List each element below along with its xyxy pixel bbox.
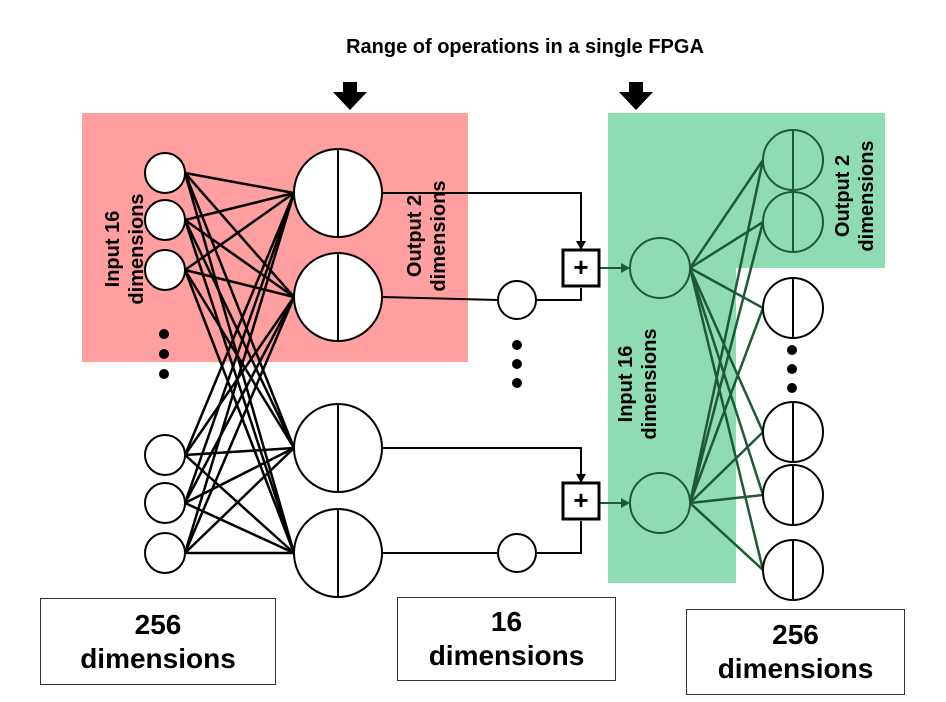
left-input-node: [144, 152, 186, 194]
connection-line: [183, 192, 296, 504]
connection-line: [688, 221, 765, 504]
right-dimension-box: 256 dimensions: [686, 609, 905, 695]
sum-box: [561, 248, 601, 288]
connection-line: [183, 192, 296, 554]
right-input-label: Input 16 dimensions: [615, 328, 661, 440]
ellipsis-dot: [787, 383, 797, 393]
connection-line: [689, 220, 764, 270]
left-input-node: [144, 199, 186, 241]
ellipsis-dot: [159, 369, 169, 379]
connection-line: [183, 192, 296, 456]
right-input-node: [629, 237, 691, 299]
left-input-node: [144, 434, 186, 476]
connection-line: [183, 172, 296, 449]
right-output-label: Output 2 dimensions: [832, 140, 878, 252]
left-connections: [183, 171, 296, 555]
connection-line: [689, 431, 764, 504]
middle-dimension-box: 16 dimensions: [397, 597, 616, 681]
link-to-sum: [382, 192, 582, 248]
connection-line: [184, 191, 295, 222]
link-to-sum: [536, 288, 582, 301]
connection-line: [183, 296, 296, 554]
arrowhead-icon: [576, 474, 586, 483]
connection-line: [184, 218, 295, 299]
left-input-node: [144, 532, 186, 574]
connection-line: [183, 296, 296, 504]
link-to-sum: [536, 521, 582, 554]
connection-line: [689, 502, 764, 571]
middle-node: [497, 280, 537, 320]
ellipsis-dot: [512, 359, 522, 369]
connection-line: [184, 447, 295, 554]
ellipsis-dot: [159, 349, 169, 359]
ellipsis-dot: [512, 378, 522, 388]
link-to-middle-node: [381, 296, 499, 301]
connection-line: [688, 267, 765, 433]
connection-line: [689, 493, 764, 505]
aggregation-links: [381, 192, 630, 554]
left-input-node: [144, 482, 186, 524]
connection-line: [184, 191, 295, 272]
connection-line: [688, 159, 765, 504]
ellipsis-dot: [787, 345, 797, 355]
arrowhead-icon: [621, 263, 630, 273]
left-input-label: Input 16 dimensions: [102, 193, 148, 305]
arrowhead-icon: [621, 498, 630, 508]
left-input-node: [144, 249, 186, 291]
plus-symbol: +: [573, 252, 588, 282]
connection-line: [688, 267, 765, 496]
link-to-sum: [382, 447, 582, 481]
diagram-title: Range of operations in a single FPGA: [346, 36, 704, 58]
plus-symbol: +: [573, 485, 588, 515]
connection-line: [183, 269, 296, 449]
ellipsis-dot: [512, 340, 522, 350]
connection-line: [184, 171, 295, 195]
ellipsis-dot: [159, 329, 169, 339]
arrow-down-icon: [619, 82, 653, 110]
connection-line: [688, 159, 765, 269]
connection-line: [689, 266, 764, 310]
left-dimension-box: 256 dimensions: [40, 598, 276, 685]
arrowhead-icon: [576, 241, 586, 250]
arrow-down-icon: [333, 82, 367, 110]
connection-line: [183, 269, 296, 554]
right-connections: [688, 159, 765, 571]
connection-line: [184, 268, 295, 299]
connection-line: [688, 267, 765, 571]
connection-line: [184, 172, 295, 298]
ellipsis-dot: [787, 364, 797, 374]
connection-line: [183, 172, 296, 554]
left-output-label: Output 2 dimensions: [404, 180, 450, 292]
right-input-node: [629, 472, 691, 534]
middle-node: [497, 533, 537, 573]
connection-line: [688, 307, 765, 504]
sum-box: [561, 481, 601, 521]
